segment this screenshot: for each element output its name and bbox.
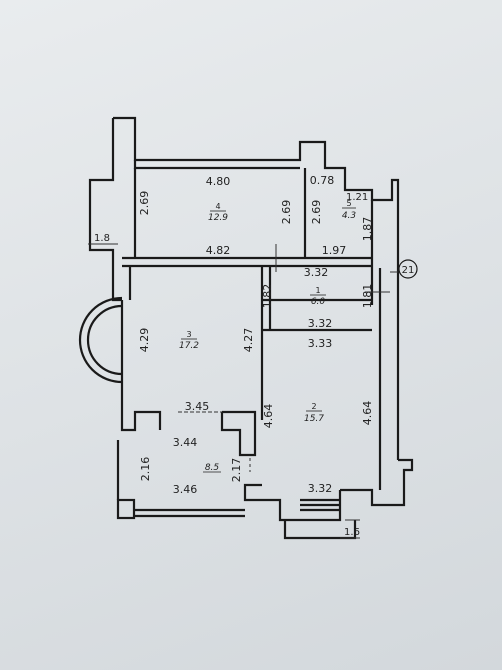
dim-1-8: 1.8 — [94, 233, 110, 244]
dim-4-64-right: 4.64 — [361, 401, 374, 426]
room-4-number: 4 — [215, 202, 220, 211]
plan-number: 21 — [402, 265, 415, 276]
dim-2-69-left: 2.69 — [138, 191, 151, 216]
room-1-number: 1 — [315, 286, 320, 295]
dim-1-81: 1.81 — [361, 284, 374, 309]
room-5-area: 4.3 — [342, 211, 357, 221]
exterior-wall-north — [113, 116, 400, 268]
dim-1-97: 1.97 — [322, 244, 347, 257]
room-labels: 4 12.9 5 4.3 1 6.0 3 17.2 2 15.7 8.5 — [179, 199, 356, 473]
dim-3-44: 3.44 — [173, 436, 198, 449]
room-3-number: 3 — [186, 330, 191, 339]
dim-3-46: 3.46 — [173, 483, 198, 496]
dim-2-69-right: 2.69 — [310, 200, 323, 225]
dim-2-69-mid: 2.69 — [280, 200, 293, 225]
dim-3-33: 3.33 — [308, 337, 333, 350]
corner-post — [116, 498, 136, 520]
dim-1-87: 1.87 — [361, 217, 374, 242]
dim-0-78: 0.78 — [310, 174, 335, 187]
plan-number-circle — [398, 259, 418, 279]
dim-3-32-bottom: 3.32 — [308, 482, 333, 495]
exterior-wall-east — [340, 458, 414, 507]
dim-3-32-top: 3.32 — [304, 266, 329, 279]
terrace-area: 8.5 — [205, 463, 220, 473]
dim-4-27: 4.27 — [242, 328, 255, 353]
dim-3-32-mid: 3.32 — [308, 317, 333, 330]
wall-entrance — [243, 483, 342, 522]
dim-1-6: 1.6 — [344, 527, 360, 538]
entrance-stair-outline — [283, 520, 357, 540]
room-1-area: 6.0 — [311, 297, 326, 307]
dimension-labels: 4.80 0.78 1.21 2.69 2.69 2.69 1.87 4.82 … — [94, 174, 374, 538]
room-3-area: 17.2 — [179, 341, 199, 351]
walls — [78, 116, 414, 540]
pillar — [220, 410, 257, 457]
dim-3-45: 3.45 — [185, 400, 210, 413]
dim-2-17: 2.17 — [230, 458, 243, 483]
wall-room4-top — [133, 160, 300, 170]
dimension-lines — [88, 243, 398, 539]
room-2-area: 15.7 — [304, 414, 324, 424]
dim-1-21: 1.21 — [346, 192, 368, 203]
bay-window-arc-inner — [86, 304, 123, 376]
room-4-area: 12.9 — [208, 213, 228, 223]
room-2-number: 2 — [311, 402, 316, 411]
dim-4-82: 4.82 — [206, 244, 231, 257]
dim-2-16: 2.16 — [139, 457, 152, 482]
dim-1-82: 1.82 — [261, 284, 274, 309]
exterior-wall-northwest — [88, 118, 122, 302]
dim-4-80: 4.80 — [206, 175, 231, 188]
room-5-number: 5 — [346, 199, 351, 208]
dim-4-29: 4.29 — [138, 328, 151, 353]
bay-window-arc — [78, 296, 123, 384]
dim-4-64-left: 4.64 — [262, 404, 275, 429]
wall-west-lower — [120, 380, 162, 432]
